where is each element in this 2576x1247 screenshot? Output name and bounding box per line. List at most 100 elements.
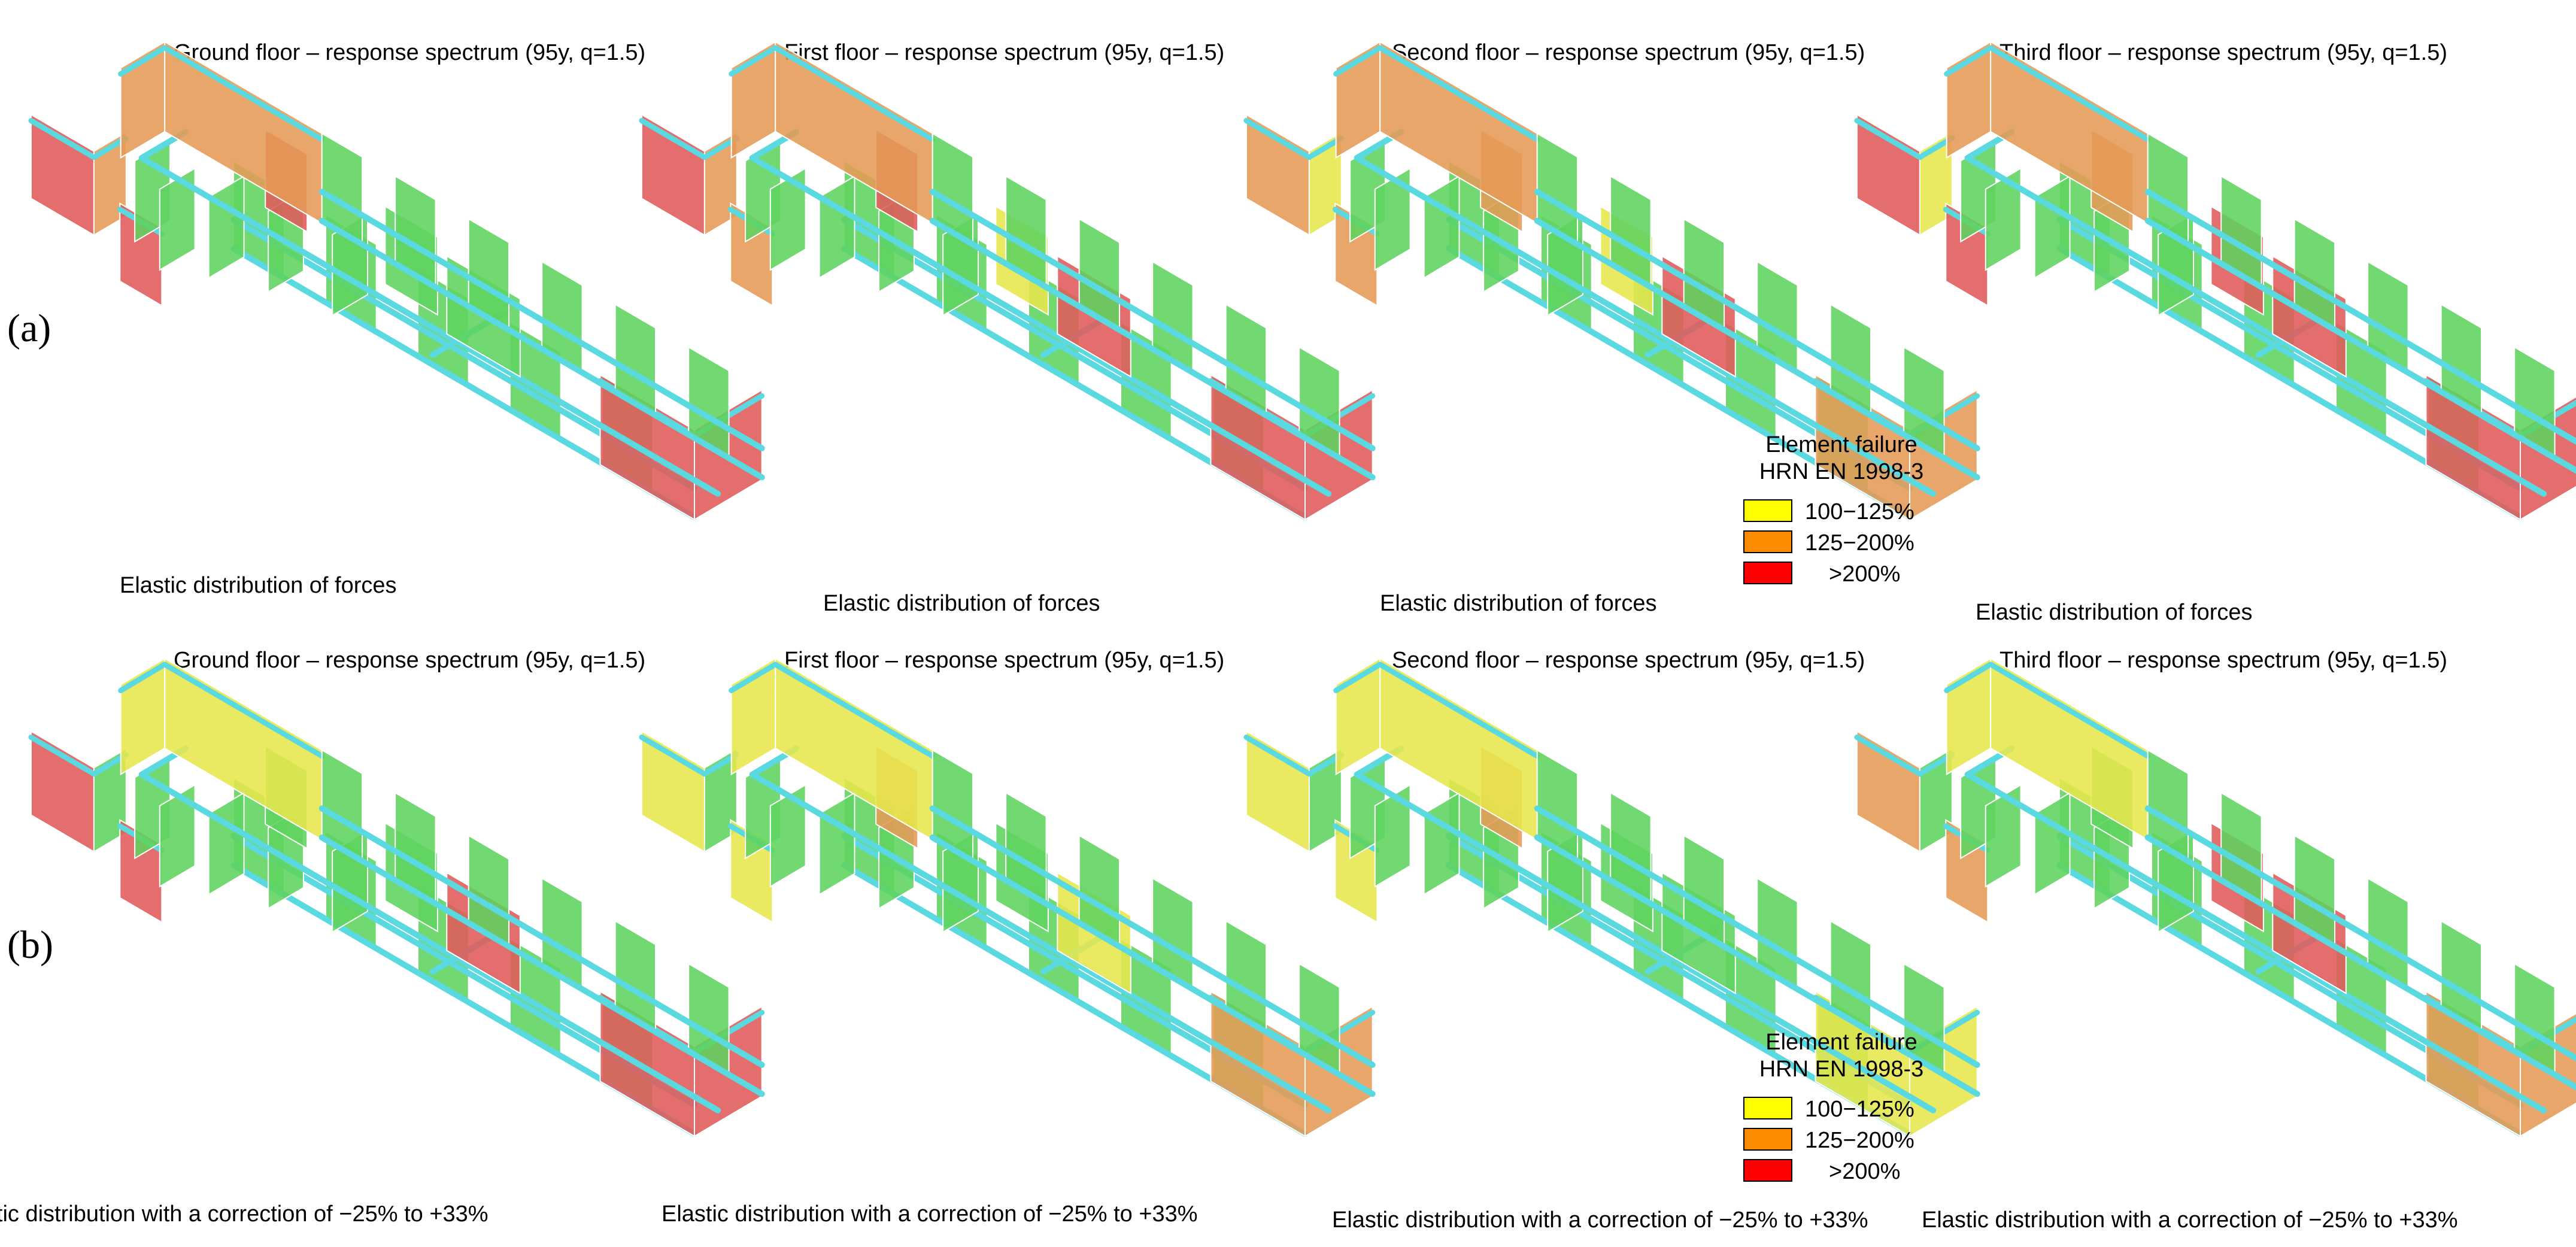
ring-beam [1243, 118, 1312, 160]
wall-internal-cross [818, 175, 855, 279]
floor-beam [1964, 771, 2547, 1113]
wall-northwest-wing [641, 113, 705, 236]
floor-panel: Second floor – response spectrum (95y, q… [1243, 648, 1980, 1233]
wall-internal-cross [1374, 167, 1411, 271]
wall-northwest-wing [1856, 113, 1920, 236]
legend-label-red: >200% [1829, 1159, 1900, 1184]
panel-title: Third floor – response spectrum (95y, q=… [1999, 648, 2447, 673]
floor-beam [1534, 805, 1980, 1068]
wall-northwest-wing [1245, 730, 1310, 853]
floor-beam [749, 771, 1332, 1113]
panel-title: Ground floor – response spectrum (95y, q… [174, 648, 645, 673]
legend-swatch-yellow [1743, 1097, 1792, 1119]
legend-swatch-orange [1743, 530, 1792, 553]
panel-caption: Elastic distribution of forces [1976, 600, 2253, 625]
row-label-b: (b) [7, 923, 53, 967]
panel-grid: Ground floor – response spectrum (95y, q… [0, 40, 2576, 1233]
panel-title: First floor – response spectrum (95y, q=… [784, 648, 1224, 673]
legend-label-yellow: 100−125% [1805, 499, 1914, 524]
ring-beam [1988, 662, 2151, 759]
floor-beam [2144, 217, 2576, 474]
ring-beam [1944, 45, 1994, 77]
floor-beam [1534, 189, 1980, 451]
legend-swatch-orange [1743, 1128, 1792, 1151]
ring-beam [162, 45, 325, 142]
ring-beam [729, 662, 778, 693]
ring-beam [772, 45, 936, 142]
floor-panel: Third floor – response spectrum (95y, q=… [1854, 40, 2576, 625]
floor-beam [2144, 805, 2576, 1062]
building-model [1854, 657, 2576, 1137]
panel-title: Ground floor – response spectrum (95y, q… [174, 40, 645, 65]
floor-panel: First floor – response spectrum (95y, q=… [639, 40, 1376, 616]
ring-beam [28, 735, 97, 777]
row-label-a: (a) [7, 307, 51, 350]
floor-beam [138, 154, 721, 497]
ring-beam [162, 662, 325, 759]
floor-beam [929, 805, 1376, 1068]
ring-beam [118, 662, 168, 693]
ring-beam [1988, 45, 2151, 142]
wall-internal-cross [2034, 791, 2071, 896]
ring-beam [1333, 662, 1383, 693]
floor-beam [929, 217, 1376, 481]
wall-northwest-wing [30, 113, 95, 236]
ring-beam [1377, 662, 1540, 759]
panel-caption: Elastic distribution of forces [120, 573, 397, 598]
panel-caption: Elastic distribution with a correction o… [0, 1202, 489, 1227]
panel-caption: Elastic distribution of forces [1380, 591, 1657, 616]
wall-northwest-wing [1856, 730, 1920, 853]
wall-internal-cross [1423, 791, 1460, 896]
wall-northwest-wing [30, 730, 95, 853]
building-model [1854, 41, 2576, 521]
building-model [639, 41, 1376, 521]
wall-internal-cross [208, 791, 245, 896]
floor-panel: Ground floor – response spectrum (95y, q… [28, 40, 765, 598]
ring-beam [1944, 662, 1994, 693]
building-model [28, 657, 765, 1137]
floor-beam [749, 154, 1332, 497]
floor-panel: Second floor – response spectrum (95y, q… [1243, 40, 1980, 616]
legend-label-orange: 125−200% [1805, 530, 1914, 556]
panel-caption: Elastic distribution of forces [823, 591, 1100, 616]
wall-internal-cross [208, 175, 245, 279]
wall-internal-cross [2034, 175, 2071, 279]
legend-swatch-red [1743, 1159, 1792, 1182]
building-model [639, 657, 1376, 1137]
ring-beam [772, 662, 936, 759]
floor-beam [2144, 834, 2576, 1091]
panel-title: Third floor – response spectrum (95y, q=… [1999, 40, 2447, 65]
floor-beam [318, 834, 765, 1097]
floor-beam [1534, 217, 1980, 481]
ring-beam [729, 45, 778, 77]
wall-internal-cross [1985, 784, 2022, 888]
floor-panel: Ground floor – response spectrum (95y, q… [0, 648, 765, 1227]
floor-beam [929, 189, 1376, 451]
floor-panel: First floor – response spectrum (95y, q=… [639, 648, 1376, 1227]
wall-internal-cross [769, 784, 806, 888]
legend-title-line1: Element failure [1765, 432, 1917, 457]
ring-beam [1854, 735, 1923, 777]
floor-beam [1354, 771, 1937, 1113]
panel-caption: Elastic distribution with a correction o… [662, 1202, 1198, 1227]
legend-title-line2: HRN EN 1998-3 [1759, 459, 1924, 484]
ring-beam [1333, 45, 1383, 77]
floor-beam [929, 834, 1376, 1097]
legend-b: Element failure HRN EN 1998-3 100−125% 1… [1743, 1030, 1923, 1184]
ring-beam [1243, 735, 1312, 777]
ring-beam [639, 735, 708, 777]
wall-internal-cross [159, 167, 196, 271]
legend-title-line1: Element failure [1765, 1030, 1917, 1055]
panel-title: Second floor – response spectrum (95y, q… [1392, 648, 1865, 673]
wall-internal-cross [769, 167, 806, 271]
ring-beam [1377, 45, 1540, 142]
floor-panel: Third floor – response spectrum (95y, q=… [1854, 648, 2576, 1233]
floor-beam [138, 771, 721, 1113]
wall-internal-cross [1423, 175, 1460, 279]
legend-a: Element failure HRN EN 1998-3 100−125% 1… [1743, 432, 1924, 587]
ring-beam [1854, 118, 1923, 160]
ring-beam [28, 118, 97, 160]
wall-internal-cross [1374, 784, 1411, 888]
building-model [1243, 657, 1980, 1137]
